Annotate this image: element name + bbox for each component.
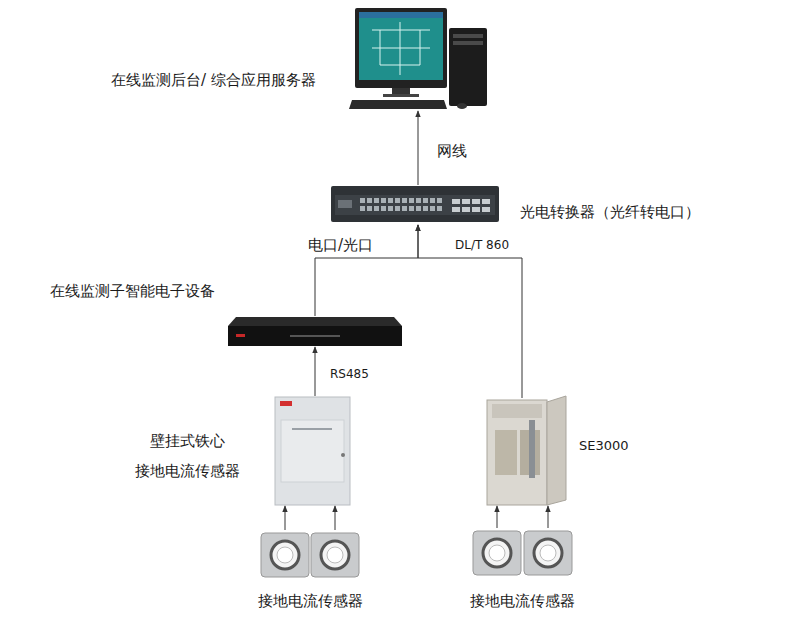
wall-box-panel — [281, 420, 344, 482]
current-sensor — [473, 531, 521, 575]
edge-label: RS485 — [330, 367, 369, 381]
wall-box-logo — [280, 401, 292, 406]
drive-slot — [453, 34, 483, 38]
cabinet-module — [495, 430, 517, 475]
ied-front — [228, 326, 402, 346]
ethernet-ports — [360, 198, 442, 211]
ied-logo — [236, 334, 245, 337]
sensor-pair: 接地电流传感器 — [470, 528, 574, 580]
computer-illustration — [349, 8, 487, 109]
edge-label: DL/T 860 — [455, 238, 509, 252]
cabinet-body — [487, 400, 547, 505]
cabinet-rail — [529, 420, 535, 478]
node-label: 在线监测后台/ 综合应用服务器 — [111, 71, 316, 89]
node-label: 在线监测子智能电子设备 — [50, 282, 215, 300]
monitor-screen — [359, 12, 443, 80]
connector-line — [285, 506, 286, 530]
media-converter-illustration — [331, 186, 499, 222]
wall-box-lock — [341, 453, 345, 457]
cabinet-vent — [492, 404, 542, 418]
node-label: 壁挂式铁心 接地电流传感器 — [125, 426, 250, 486]
ied-device: 在线监测子智能电子设备 — [228, 316, 402, 347]
edge-label: 电口/光口 — [308, 236, 373, 254]
ied-top — [228, 317, 402, 326]
cabinet-illustration — [487, 396, 566, 505]
ied-illustration — [228, 317, 402, 346]
ied-nameplate — [290, 335, 340, 337]
sensor-pair: 接地电流传感器 — [258, 530, 362, 580]
sensor-illustrations — [261, 531, 572, 577]
connector-line — [548, 506, 549, 528]
screen-title-bar — [359, 12, 443, 18]
keyboard — [349, 100, 447, 109]
wall-box-nameplate — [292, 428, 332, 430]
converter-panel — [335, 195, 495, 215]
monitor-stand — [392, 88, 410, 94]
media-converter: 光电转换器（光纤转电口） — [330, 185, 500, 225]
node-label: SE3000 — [579, 438, 629, 454]
status-panel — [338, 200, 352, 208]
monitor-base — [383, 94, 419, 97]
fiber-ports — [452, 199, 490, 212]
connector-line — [315, 347, 316, 396]
server-computer: 在线监测后台/ 综合应用服务器 — [349, 5, 491, 111]
current-sensor — [524, 531, 572, 575]
node-label: 接地电流传感器 — [450, 592, 594, 610]
connector-line — [335, 506, 336, 530]
connector-line — [418, 225, 522, 398]
se3000-cabinet: SE3000 — [487, 398, 566, 506]
current-sensor — [261, 533, 309, 577]
cabinet-door — [547, 396, 566, 505]
monitor-frame — [355, 8, 447, 88]
wall-box-illustration — [275, 397, 350, 505]
screen-diagram — [372, 22, 430, 75]
node-label: 光电转换器（光纤转电口） — [520, 203, 700, 221]
connector-line — [497, 506, 498, 528]
drive-slot — [453, 41, 483, 45]
mouse — [457, 103, 467, 109]
converter-body — [331, 186, 499, 222]
pc-tower — [449, 28, 487, 106]
current-sensor — [311, 533, 359, 577]
node-label: 接地电流传感器 — [238, 592, 382, 610]
wall-box-sensor: 壁挂式铁心 接地电流传感器 — [275, 396, 350, 506]
wall-box-body — [275, 397, 350, 505]
edge-label: 网线 — [437, 142, 467, 160]
connector-line — [418, 111, 419, 185]
